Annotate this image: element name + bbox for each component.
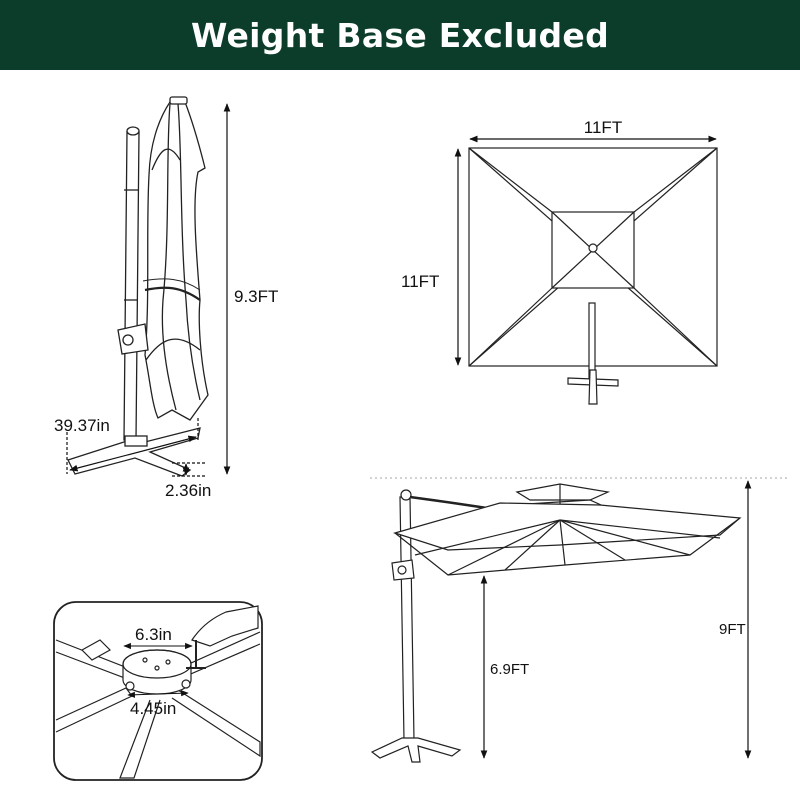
folded-height-label: 9.3FT — [234, 287, 278, 306]
top-depth-label: 11FT — [401, 272, 439, 291]
top-view-drawing — [468, 147, 718, 405]
plate-height-label: 4.45in — [130, 699, 176, 718]
page-title: Weight Base Excluded — [190, 15, 610, 55]
base-detail-inset: 6.3in 4.45in — [53, 601, 263, 781]
total-height-label: 9FT — [719, 621, 746, 638]
plate-width-label: 6.3in — [135, 625, 172, 644]
clearance-height-label: 6.9FT — [490, 661, 529, 678]
top-view-dimension-lines — [454, 135, 717, 366]
base-height-label: 2.36in — [165, 481, 211, 500]
folded-dimension-lines — [66, 103, 231, 477]
header-banner: Weight Base Excluded — [0, 0, 800, 70]
base-width-label: 39.37in — [54, 416, 110, 435]
open-dimension-lines — [480, 480, 752, 759]
top-width-label: 11FT — [584, 118, 622, 137]
open-umbrella-drawing — [370, 483, 742, 763]
